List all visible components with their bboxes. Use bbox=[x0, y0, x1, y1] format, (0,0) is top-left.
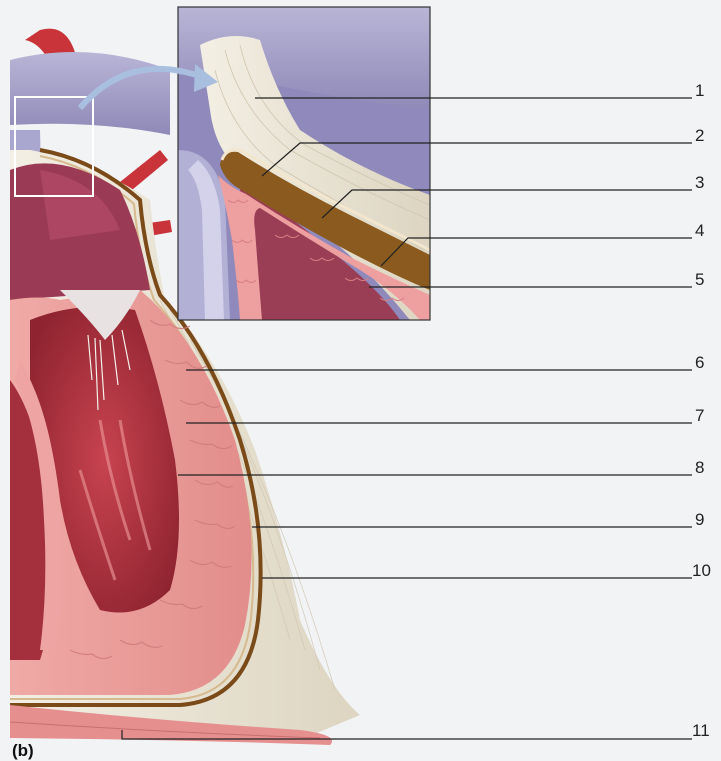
label-3: 3 bbox=[695, 174, 704, 191]
label-6: 6 bbox=[695, 354, 704, 371]
label-11: 11 bbox=[692, 722, 710, 739]
label-1: 1 bbox=[695, 82, 704, 99]
panel-label: (b) bbox=[12, 741, 34, 761]
label-5: 5 bbox=[695, 271, 704, 288]
label-4: 4 bbox=[695, 222, 704, 239]
label-10: 10 bbox=[692, 562, 711, 579]
label-2: 2 bbox=[695, 127, 704, 144]
label-9: 9 bbox=[695, 511, 704, 528]
label-8: 8 bbox=[695, 459, 704, 476]
label-7: 7 bbox=[695, 407, 704, 424]
inset-zoom bbox=[178, 7, 430, 320]
